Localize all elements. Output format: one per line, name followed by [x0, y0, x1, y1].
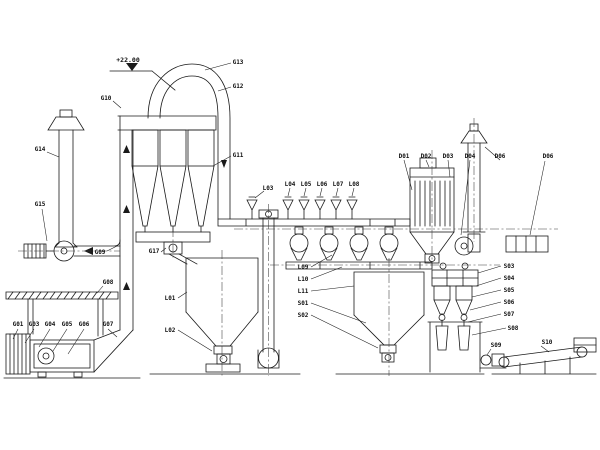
leader-lines — [12, 62, 550, 356]
label-l10: L10 — [298, 276, 309, 283]
label-s04: S04 — [504, 275, 515, 282]
elevation-marker — [109, 63, 176, 91]
secondary-hopper — [335, 271, 485, 375]
left-chimney — [47, 109, 85, 248]
label-g15: G15 — [35, 201, 46, 208]
label-g01: G01 — [13, 321, 24, 328]
label-l07: L07 — [333, 181, 344, 188]
label-g03: G03 — [29, 321, 40, 328]
label-s03: S03 — [504, 263, 515, 270]
label-s02: S02 — [298, 312, 309, 319]
left-fan-unit — [23, 239, 121, 262]
belt-conveyor — [491, 337, 597, 375]
label-s06: S06 — [504, 299, 515, 306]
rotary-feeders — [246, 196, 358, 220]
label-d02: D02 — [421, 153, 432, 160]
label-g05: G05 — [62, 321, 73, 328]
label-d06-right: D06 — [543, 153, 554, 160]
centerlines — [18, 118, 558, 376]
label-l04: L04 — [285, 181, 296, 188]
label-l11: L11 — [298, 288, 309, 295]
equipment-labels: +22.00 G13 G12 G10 G14 G11 G15 G09 G17 G… — [13, 56, 554, 349]
main-product-hopper — [149, 257, 301, 375]
label-s07: S07 — [504, 311, 515, 318]
label-g09: G09 — [95, 249, 106, 256]
label-l03: L03 — [263, 185, 274, 192]
label-g10: G10 — [101, 95, 112, 102]
label-g11: G11 — [233, 152, 244, 159]
label-l06: L06 — [317, 181, 328, 188]
exhaust-fan — [454, 233, 481, 256]
bagging-station — [427, 262, 483, 373]
discharge-pump — [479, 353, 507, 369]
top-arc-duct — [147, 63, 231, 220]
flow-arrows — [84, 145, 227, 290]
label-d01: D01 — [399, 153, 410, 160]
label-s09: S09 — [491, 342, 502, 349]
label-l02: L02 — [165, 327, 176, 334]
label-d06-chimney: D06 — [495, 153, 506, 160]
label-g06: G06 — [79, 321, 90, 328]
cyclone-battery — [117, 115, 217, 265]
label-s08: S08 — [508, 325, 519, 332]
label-l01: L01 — [165, 295, 176, 302]
label-l09: L09 — [298, 264, 309, 271]
label-s10: S10 — [542, 339, 553, 346]
feed-conveyor-hatched — [5, 291, 119, 337]
label-s05: S05 — [504, 287, 515, 294]
label-g04: G04 — [45, 321, 56, 328]
label-d03: D03 — [443, 153, 454, 160]
label-elevation: +22.00 — [116, 56, 140, 64]
drying-column — [119, 115, 134, 331]
furnace-unit — [3, 329, 141, 379]
top-screw-conveyor — [217, 218, 411, 227]
label-l08: L08 — [349, 181, 360, 188]
right-silencer-box — [505, 235, 549, 253]
label-g12: G12 — [233, 83, 244, 90]
label-d04: D04 — [465, 153, 476, 160]
label-g07: G07 — [103, 321, 114, 328]
label-l05: L05 — [301, 181, 312, 188]
label-g13: G13 — [233, 59, 244, 66]
label-g17: G17 — [149, 248, 160, 255]
label-g14: G14 — [35, 146, 46, 153]
classifier-row — [289, 226, 399, 261]
label-s01: S01 — [298, 300, 309, 307]
label-g08: G08 — [103, 279, 114, 286]
